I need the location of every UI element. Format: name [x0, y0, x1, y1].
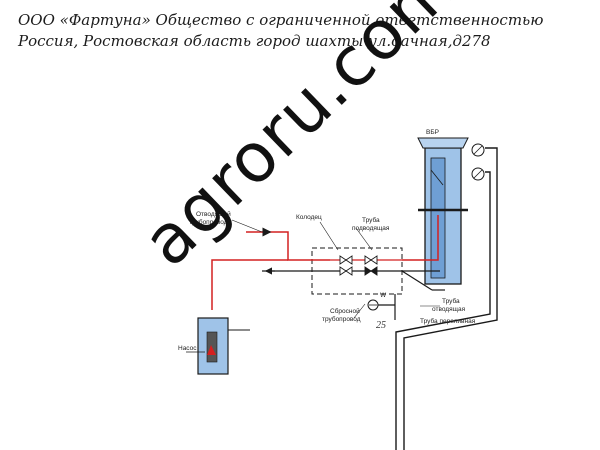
pipe-outlet-label-2: отводящая	[432, 306, 466, 313]
leader-lines	[231, 219, 440, 319]
company-name-line: ООО «Фартуна» Общество с ограниченной от…	[18, 11, 544, 29]
valve-2	[364, 255, 378, 265]
inlet-pipe-label-2: подводящая	[352, 225, 390, 232]
valve-3	[339, 266, 353, 276]
pump-tank	[186, 317, 250, 375]
inlet-pipe-label-1: Труба	[362, 216, 380, 224]
diagram-number: 25	[376, 320, 386, 331]
external-pipes	[395, 147, 498, 450]
vbr-tank	[417, 137, 469, 285]
outlet-pipeline-label-2: трубопровод	[189, 218, 228, 226]
vbr-gauge-top	[471, 143, 485, 157]
discharge-pipeline-label-1: Сбросной	[330, 307, 360, 315]
flow-meter	[367, 299, 379, 311]
page-header: ООО «Фартуна» Общество с ограниченной от…	[18, 10, 588, 52]
vbr-label: ВБР	[426, 129, 439, 136]
outlet-pipeline-label-1: Отводящий	[196, 210, 231, 218]
well-label: Колодец	[296, 214, 322, 221]
valve-4	[364, 266, 378, 276]
vbr-gauge-bottom	[471, 167, 485, 181]
discharge-pipeline-label-2: трубопровод	[322, 315, 361, 323]
pipe-outlet-label-1: Труба	[442, 297, 460, 305]
valve-1	[339, 255, 353, 265]
overflow-pipe-label: Труба переливная	[420, 317, 476, 325]
w-mark: W	[380, 292, 387, 299]
pump-label: Насос	[178, 345, 197, 352]
company-address-line: Россия, Ростовская область город шахты у…	[18, 32, 491, 50]
